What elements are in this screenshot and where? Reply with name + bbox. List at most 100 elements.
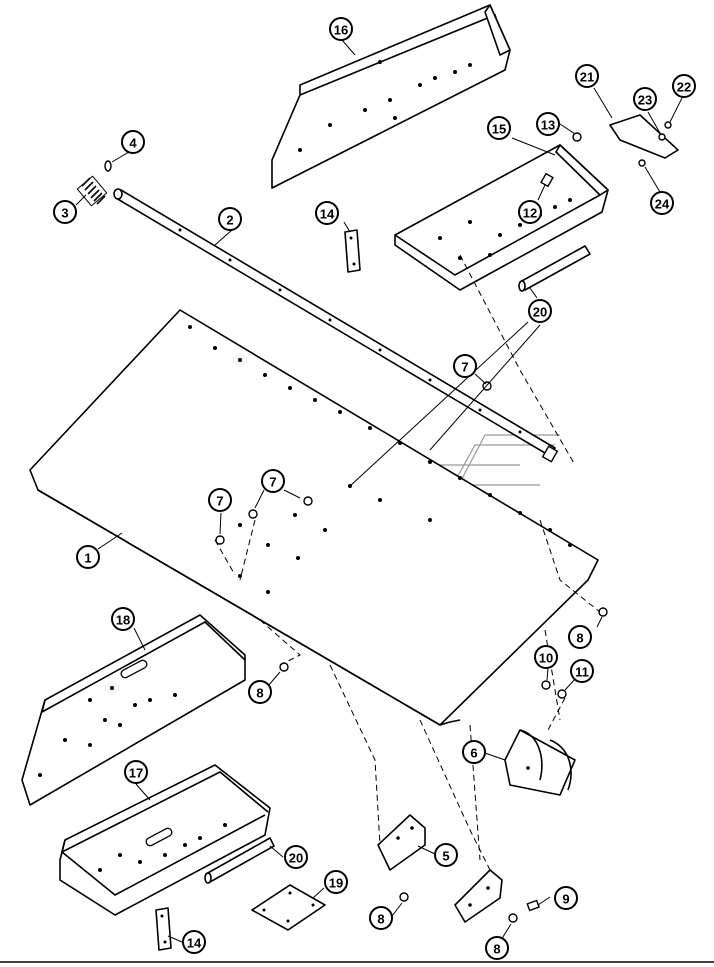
callout-circle bbox=[121, 130, 145, 154]
callout-label: 12 bbox=[523, 206, 537, 221]
callout-circle bbox=[568, 625, 592, 649]
callout-label: 8 bbox=[493, 942, 500, 957]
fitting-7c bbox=[248, 509, 258, 519]
rod bbox=[113, 188, 559, 463]
callout-5: 5 bbox=[434, 843, 458, 867]
upper-side-shield bbox=[271, 4, 511, 189]
callout-circle bbox=[672, 74, 696, 98]
callout-label: 5 bbox=[442, 849, 449, 864]
callout-circle bbox=[487, 116, 511, 140]
callout-circle bbox=[453, 354, 477, 378]
callout-circle bbox=[462, 740, 486, 764]
callout-label: 9 bbox=[562, 892, 569, 907]
small-plate-lower bbox=[155, 907, 172, 951]
callout-label: 3 bbox=[61, 206, 68, 221]
callout-label: 7 bbox=[216, 494, 223, 509]
callout-circle bbox=[485, 936, 509, 960]
callout-circle bbox=[575, 64, 599, 88]
callout-13: 13 bbox=[536, 112, 560, 136]
callout-8: 8 bbox=[568, 625, 592, 649]
callout-circle bbox=[534, 645, 558, 669]
callout-9: 9 bbox=[554, 886, 578, 910]
callout-label: 14 bbox=[320, 207, 335, 222]
callout-label: 20 bbox=[533, 305, 547, 320]
callout-11: 11 bbox=[570, 659, 594, 683]
callout-1: 1 bbox=[76, 545, 100, 569]
callout-label: 15 bbox=[492, 122, 506, 137]
short-rod-lower bbox=[204, 837, 275, 884]
callout-24: 24 bbox=[650, 191, 674, 215]
callout-18: 18 bbox=[111, 607, 135, 631]
nut-8d bbox=[508, 913, 518, 923]
nut-13 bbox=[572, 132, 582, 142]
callout-16: 16 bbox=[329, 17, 353, 41]
bracket-5a bbox=[377, 814, 426, 871]
callout-circle bbox=[329, 17, 353, 41]
callout-23: 23 bbox=[633, 87, 657, 111]
callout-label: 6 bbox=[470, 746, 477, 761]
callout-label: 13 bbox=[541, 118, 555, 133]
callout-circle bbox=[248, 680, 272, 704]
floor-panel bbox=[29, 309, 599, 726]
pin bbox=[104, 160, 112, 172]
callout-circle bbox=[182, 930, 206, 954]
callout-19: 19 bbox=[324, 870, 348, 894]
callout-label: 1 bbox=[84, 551, 91, 566]
callout-label: 2 bbox=[226, 213, 233, 228]
nut-8a bbox=[598, 607, 608, 617]
lower-side-shield bbox=[59, 764, 271, 916]
callout-label: 4 bbox=[129, 136, 137, 151]
lower-left-side-shield bbox=[21, 614, 246, 806]
callout-label: 8 bbox=[256, 686, 263, 701]
cover-plate bbox=[251, 884, 326, 931]
assembly-lines bbox=[214, 254, 601, 871]
nut-10 bbox=[541, 680, 551, 690]
callout-circle bbox=[324, 870, 348, 894]
callout-circle bbox=[261, 469, 285, 493]
callout-label: 10 bbox=[539, 651, 553, 666]
small-plate-upper bbox=[344, 229, 361, 273]
callout-label: 24 bbox=[655, 197, 670, 212]
callout-circle bbox=[208, 488, 232, 512]
right-side-shield bbox=[394, 144, 609, 291]
callout-21: 21 bbox=[575, 64, 599, 88]
hardware-upper-right bbox=[609, 114, 679, 167]
callout-label: 16 bbox=[334, 23, 348, 38]
callout-label: 18 bbox=[116, 613, 130, 628]
callout-label: 8 bbox=[377, 912, 384, 927]
callout-circle bbox=[570, 659, 594, 683]
callout-label: 21 bbox=[580, 70, 594, 85]
washer-11 bbox=[557, 689, 567, 699]
callout-17: 17 bbox=[124, 760, 148, 784]
fitting-7d bbox=[303, 496, 313, 506]
nut-8c bbox=[399, 892, 409, 902]
callout-7: 7 bbox=[453, 354, 477, 378]
callout-10: 10 bbox=[534, 645, 558, 669]
callout-6: 6 bbox=[462, 740, 486, 764]
callout-4: 4 bbox=[121, 130, 145, 154]
callout-label: 14 bbox=[187, 936, 202, 951]
callout-circle bbox=[536, 112, 560, 136]
callout-8: 8 bbox=[248, 680, 272, 704]
callout-7: 7 bbox=[261, 469, 285, 493]
callout-14: 14 bbox=[182, 930, 206, 954]
spring bbox=[76, 175, 108, 207]
callout-label: 22 bbox=[677, 80, 691, 95]
callout-label: 20 bbox=[289, 851, 303, 866]
callout-label: 17 bbox=[129, 766, 143, 781]
callout-8: 8 bbox=[369, 906, 393, 930]
callout-label: 19 bbox=[329, 876, 343, 891]
callout-12: 12 bbox=[518, 200, 542, 224]
callout-2: 2 bbox=[218, 207, 242, 231]
callout-20: 20 bbox=[284, 845, 308, 869]
callout-7: 7 bbox=[208, 488, 232, 512]
callout-15: 15 bbox=[487, 116, 511, 140]
callout-label: 7 bbox=[461, 360, 468, 375]
bracket-6 bbox=[504, 729, 576, 796]
bolt-9 bbox=[526, 899, 540, 912]
callout-label: 11 bbox=[575, 665, 589, 680]
callout-circle bbox=[111, 607, 135, 631]
callout-circle bbox=[369, 906, 393, 930]
callout-circle bbox=[518, 200, 542, 224]
